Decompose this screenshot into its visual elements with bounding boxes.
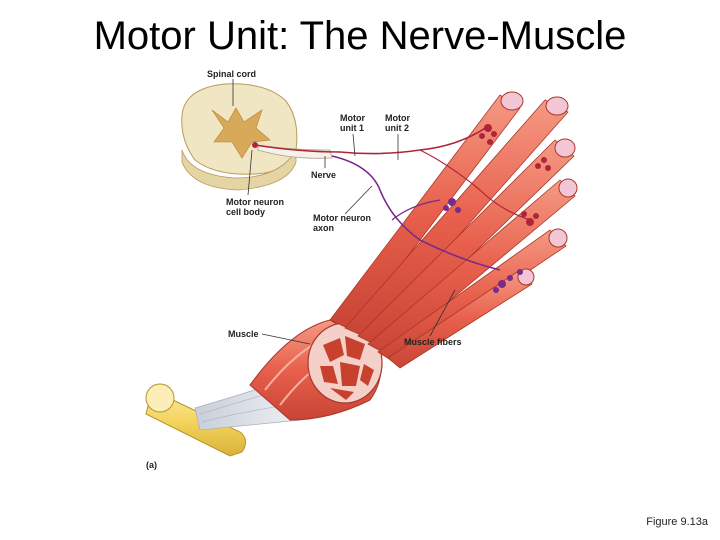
spinal-cord-label: Spinal cord: [207, 69, 256, 79]
motor-unit-2-label-line-1: Motor: [385, 113, 410, 123]
motor-unit-2-axon: [331, 155, 501, 271]
muscle-fibers-label: Muscle fibers: [404, 337, 462, 347]
figure-caption: Figure 9.13a: [646, 516, 708, 528]
panel-label: (a): [146, 460, 157, 470]
leader-lines: [232, 79, 456, 345]
nerve-label: Nerve: [311, 170, 336, 180]
muscle-cross-section: [307, 322, 383, 404]
axon-label-line-1: Motor neuron: [313, 213, 371, 223]
neuromuscular-junctions-unit-1: [479, 124, 551, 226]
motor-unit-2-label-line-2: unit 2: [385, 123, 409, 133]
motor-unit-1-axon: [254, 124, 491, 155]
motor-unit-1-branch: [419, 149, 531, 221]
cell-body-label-line-1: Motor neuron: [226, 197, 284, 207]
motor-unit-1-label-line-1: Motor: [340, 113, 365, 123]
motor-unit-1-label-line-2: unit 1: [340, 123, 364, 133]
muscle-label: Muscle: [228, 329, 259, 339]
muscle-fascicles: [329, 91, 578, 369]
axon-label-line-2: axon: [313, 223, 334, 233]
bone: [145, 383, 246, 457]
cell-body-label-line-2: cell body: [226, 207, 265, 217]
neuromuscular-junctions-unit-2: [443, 198, 523, 293]
slide-title: Motor Unit: The Nerve-Muscle: [93, 14, 627, 58]
spinal-cord: [181, 83, 298, 191]
motor-unit-2-branch: [391, 199, 441, 221]
